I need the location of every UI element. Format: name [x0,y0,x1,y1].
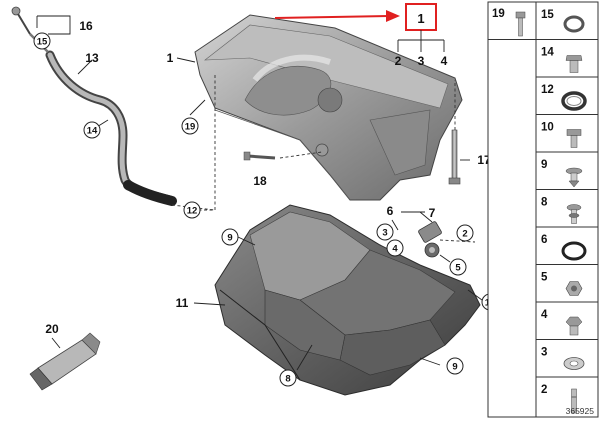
svg-text:4: 4 [392,244,398,255]
table-label-6: 6 [541,234,547,246]
table-label-9: 9 [541,159,547,171]
stud-clip-icon [566,129,582,148]
highlight-arrow [274,15,391,19]
drain-plug-assembly [418,221,442,258]
callout-13: 13 [85,51,99,65]
highlight-arrowhead [386,10,400,22]
svg-text:8: 8 [285,374,290,385]
leader-13 [77,59,93,75]
table-label-2: 2 [541,384,547,396]
svg-text:5: 5 [455,263,461,274]
callout-14-circle: 14 [83,121,101,139]
callout-11: 11 [176,296,189,310]
sealant-tube [29,332,101,391]
table-label-19: 19 [492,8,505,20]
table-label-15: 15 [541,9,554,21]
callout-19-circle: 19 [181,117,199,135]
oil-pan-cover [214,204,481,396]
expanding-rivet-icon [565,167,583,188]
hex-screw-icon [565,55,583,73]
assembly-line-1 [195,75,216,211]
o-ring-icon [561,241,587,261]
assembly-line-2 [171,204,216,211]
callout-16: 16 [79,19,93,33]
sealing-ring-icon [563,15,585,33]
oil-pan [194,14,463,201]
long-bolt [448,129,461,185]
table-label-5: 5 [541,272,548,284]
table-label-4: 4 [541,309,548,321]
table-label-10: 10 [541,122,554,134]
callout-12-circle: 12 [183,201,201,219]
callout-1-pan: 1 [167,51,174,65]
svg-text:15: 15 [37,37,48,48]
leader-11 [193,302,226,306]
svg-text:9: 9 [227,233,232,244]
bolt-with-washer-icon [515,11,526,37]
table-label-14: 14 [541,47,554,59]
callout-2-circle: 2 [456,224,474,242]
gasket-ring-icon [561,91,587,111]
parts-table: 19 15 14 12 10 9 8 6 5 4 3 2 365925 [487,1,599,418]
callout-1-highlighted: 1 [417,11,424,26]
dipstick-guide-tube [45,50,177,206]
leader-8 [296,344,313,371]
leader-19 [189,99,206,116]
catalog-number: 365925 [566,406,595,416]
callout-4-circle: 4 [386,239,404,257]
callout-3: 3 [418,54,425,68]
table-label-3: 3 [541,347,547,359]
callout-9-circle-b: 9 [446,357,464,375]
svg-text:3: 3 [382,228,387,239]
callout-4: 4 [441,54,448,68]
leader-20 [51,337,61,349]
leader-16 [36,15,71,35]
plug-clip-icon [566,204,582,224]
assembly-line-3 [279,151,323,159]
leader-10 [467,289,483,301]
svg-text:9: 9 [452,362,457,373]
leader-1 [176,57,196,63]
drain-plug-icon [565,316,583,336]
callout-7: 7 [429,206,436,220]
svg-text:14: 14 [87,126,98,137]
stud-bolt-icon [571,388,577,414]
callout-9-circle-a: 9 [221,228,239,246]
hex-nut-icon [565,281,583,296]
main-bracket [397,30,445,52]
callout-6: 6 [387,204,394,218]
short-bolt [243,151,276,161]
callout-20: 20 [45,322,59,336]
callout-3-circle: 3 [376,223,394,241]
callout-8-circle: 8 [279,369,297,387]
leader-9b [419,357,441,366]
callout-15-circle: 15 [33,32,51,50]
svg-text:2: 2 [462,229,467,240]
callout-2: 2 [395,54,402,68]
svg-text:12: 12 [187,206,198,217]
callout-18: 18 [253,174,267,188]
leader-6-7 [391,211,433,231]
leader-9a [237,236,256,246]
washer-icon [563,357,585,370]
callout-5-circle: 5 [449,258,467,276]
leader-5 [439,254,451,263]
svg-text:19: 19 [185,122,196,133]
table-label-12: 12 [541,84,554,96]
table-label-8: 8 [541,197,548,209]
assembly-line-4 [439,239,476,243]
